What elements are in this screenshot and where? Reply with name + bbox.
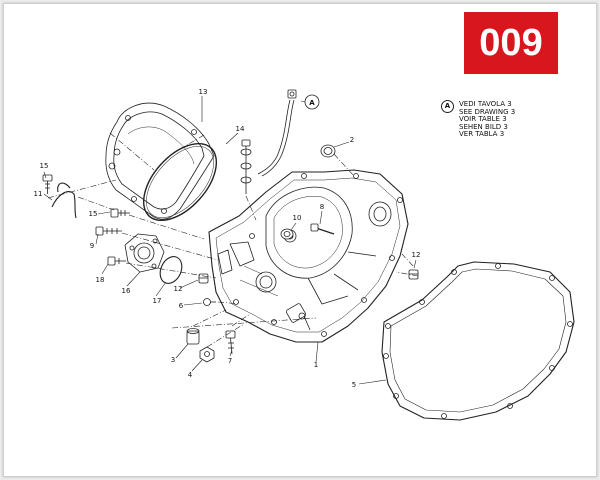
callout-2: 2 (350, 136, 354, 144)
screw-part-6 (203, 298, 216, 306)
sleeve-part-3 (186, 328, 200, 345)
dowel-part-12 (198, 273, 209, 284)
reference-line: VOIR TABLE 3 (459, 115, 507, 124)
bolt-part-7 (225, 330, 236, 355)
dowel-part-12 (408, 269, 419, 280)
reference-line: VEDI TAVOLA 3 (459, 100, 512, 108)
reference-text: VEDI TAVOLA 3 SEE DRAWING 3 VOIR TABLE 3… (459, 100, 516, 139)
callout-11: 11 (34, 190, 43, 198)
reference-line: SEHEN BILD 3 (459, 122, 508, 131)
callout-5: 5 (352, 381, 356, 389)
pipe-reference-letter: A (309, 99, 315, 107)
plug-part-10 (280, 228, 294, 240)
o-ring-part-17 (159, 256, 183, 284)
reference-line: VER TABLA 3 (459, 130, 505, 139)
callout-3: 3 (171, 356, 175, 364)
callout-7: 7 (228, 357, 232, 365)
nut-part-4 (199, 346, 215, 363)
bolt-part-15 (42, 174, 53, 194)
callout-12-left: 12 (174, 285, 183, 293)
pipe-reference-marker: A (304, 94, 320, 110)
bolt-part-9 (95, 226, 122, 236)
callout-6: 6 (179, 302, 184, 310)
callout-9: 9 (90, 242, 94, 250)
callout-1: 1 (314, 361, 318, 369)
reference-marker: A (441, 100, 454, 113)
callout-15-top: 15 (40, 162, 49, 170)
stud-part-8 (310, 223, 335, 235)
bolt-part-18 (107, 256, 126, 266)
bolt-part-15 (110, 208, 130, 218)
callout-15-middle: 15 (89, 210, 98, 218)
crankcase-cover-part-1 (208, 169, 409, 343)
reference-line: SEE DRAWING 3 (459, 107, 516, 116)
page-number-badge: 009 (464, 12, 558, 74)
callout-13: 13 (199, 88, 208, 96)
seal-part-2 (320, 144, 336, 158)
leader-lines (47, 132, 419, 348)
banjo-fitting (240, 139, 252, 194)
clip-part-11 (51, 182, 77, 219)
callout-leaders (43, 96, 417, 385)
callout-14: 14 (236, 125, 245, 133)
oil-pipe (257, 89, 297, 177)
o-ring-part-14 (142, 142, 218, 222)
callout-12-right: 12 (412, 251, 421, 259)
callout-18: 18 (96, 276, 105, 284)
flange-part-16 (124, 233, 165, 273)
callout-16: 16 (122, 287, 131, 295)
callout-8: 8 (320, 203, 324, 211)
clutch-cover-part-13 (105, 102, 215, 220)
callout-numbers: 1 2 3 4 5 6 7 8 9 10 11 12 12 13 14 15 1… (34, 88, 421, 389)
callout-4: 4 (188, 371, 193, 379)
callout-10: 10 (293, 214, 302, 222)
exploded-parts-drawing: A 1 2 3 4 5 6 7 8 9 10 11 12 12 13 14 15… (34, 88, 575, 421)
callout-17: 17 (153, 297, 162, 305)
diagram-frame: 009 A VEDI TAVOLA 3 SEE DRAWING 3 VOIR T… (3, 3, 597, 477)
gasket-part-5 (381, 261, 575, 421)
